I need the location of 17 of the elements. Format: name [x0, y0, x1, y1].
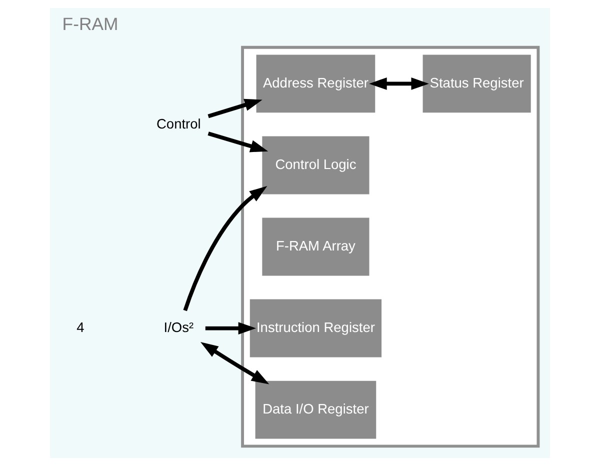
arrow: [208, 132, 268, 152]
node-box: Control Logic: [262, 136, 370, 194]
node-box: Instruction Register: [250, 299, 382, 358]
cluster: [241, 46, 540, 448]
arrow: [205, 322, 256, 334]
arrow: [200, 342, 270, 384]
node-text: Control: [156, 116, 201, 132]
arrow: [208, 98, 262, 118]
arrow: [369, 77, 429, 90]
diagram-title: F-RAM: [62, 14, 118, 34]
node-box: Data I/O Register: [255, 380, 376, 439]
node-text: I/Os²: [164, 320, 194, 335]
label: 4: [76, 320, 84, 335]
arrow: [183, 186, 268, 312]
node-box: Status Register: [422, 54, 531, 113]
node-box: Address Register: [256, 54, 376, 113]
node-box: F-RAM Array: [262, 218, 370, 276]
